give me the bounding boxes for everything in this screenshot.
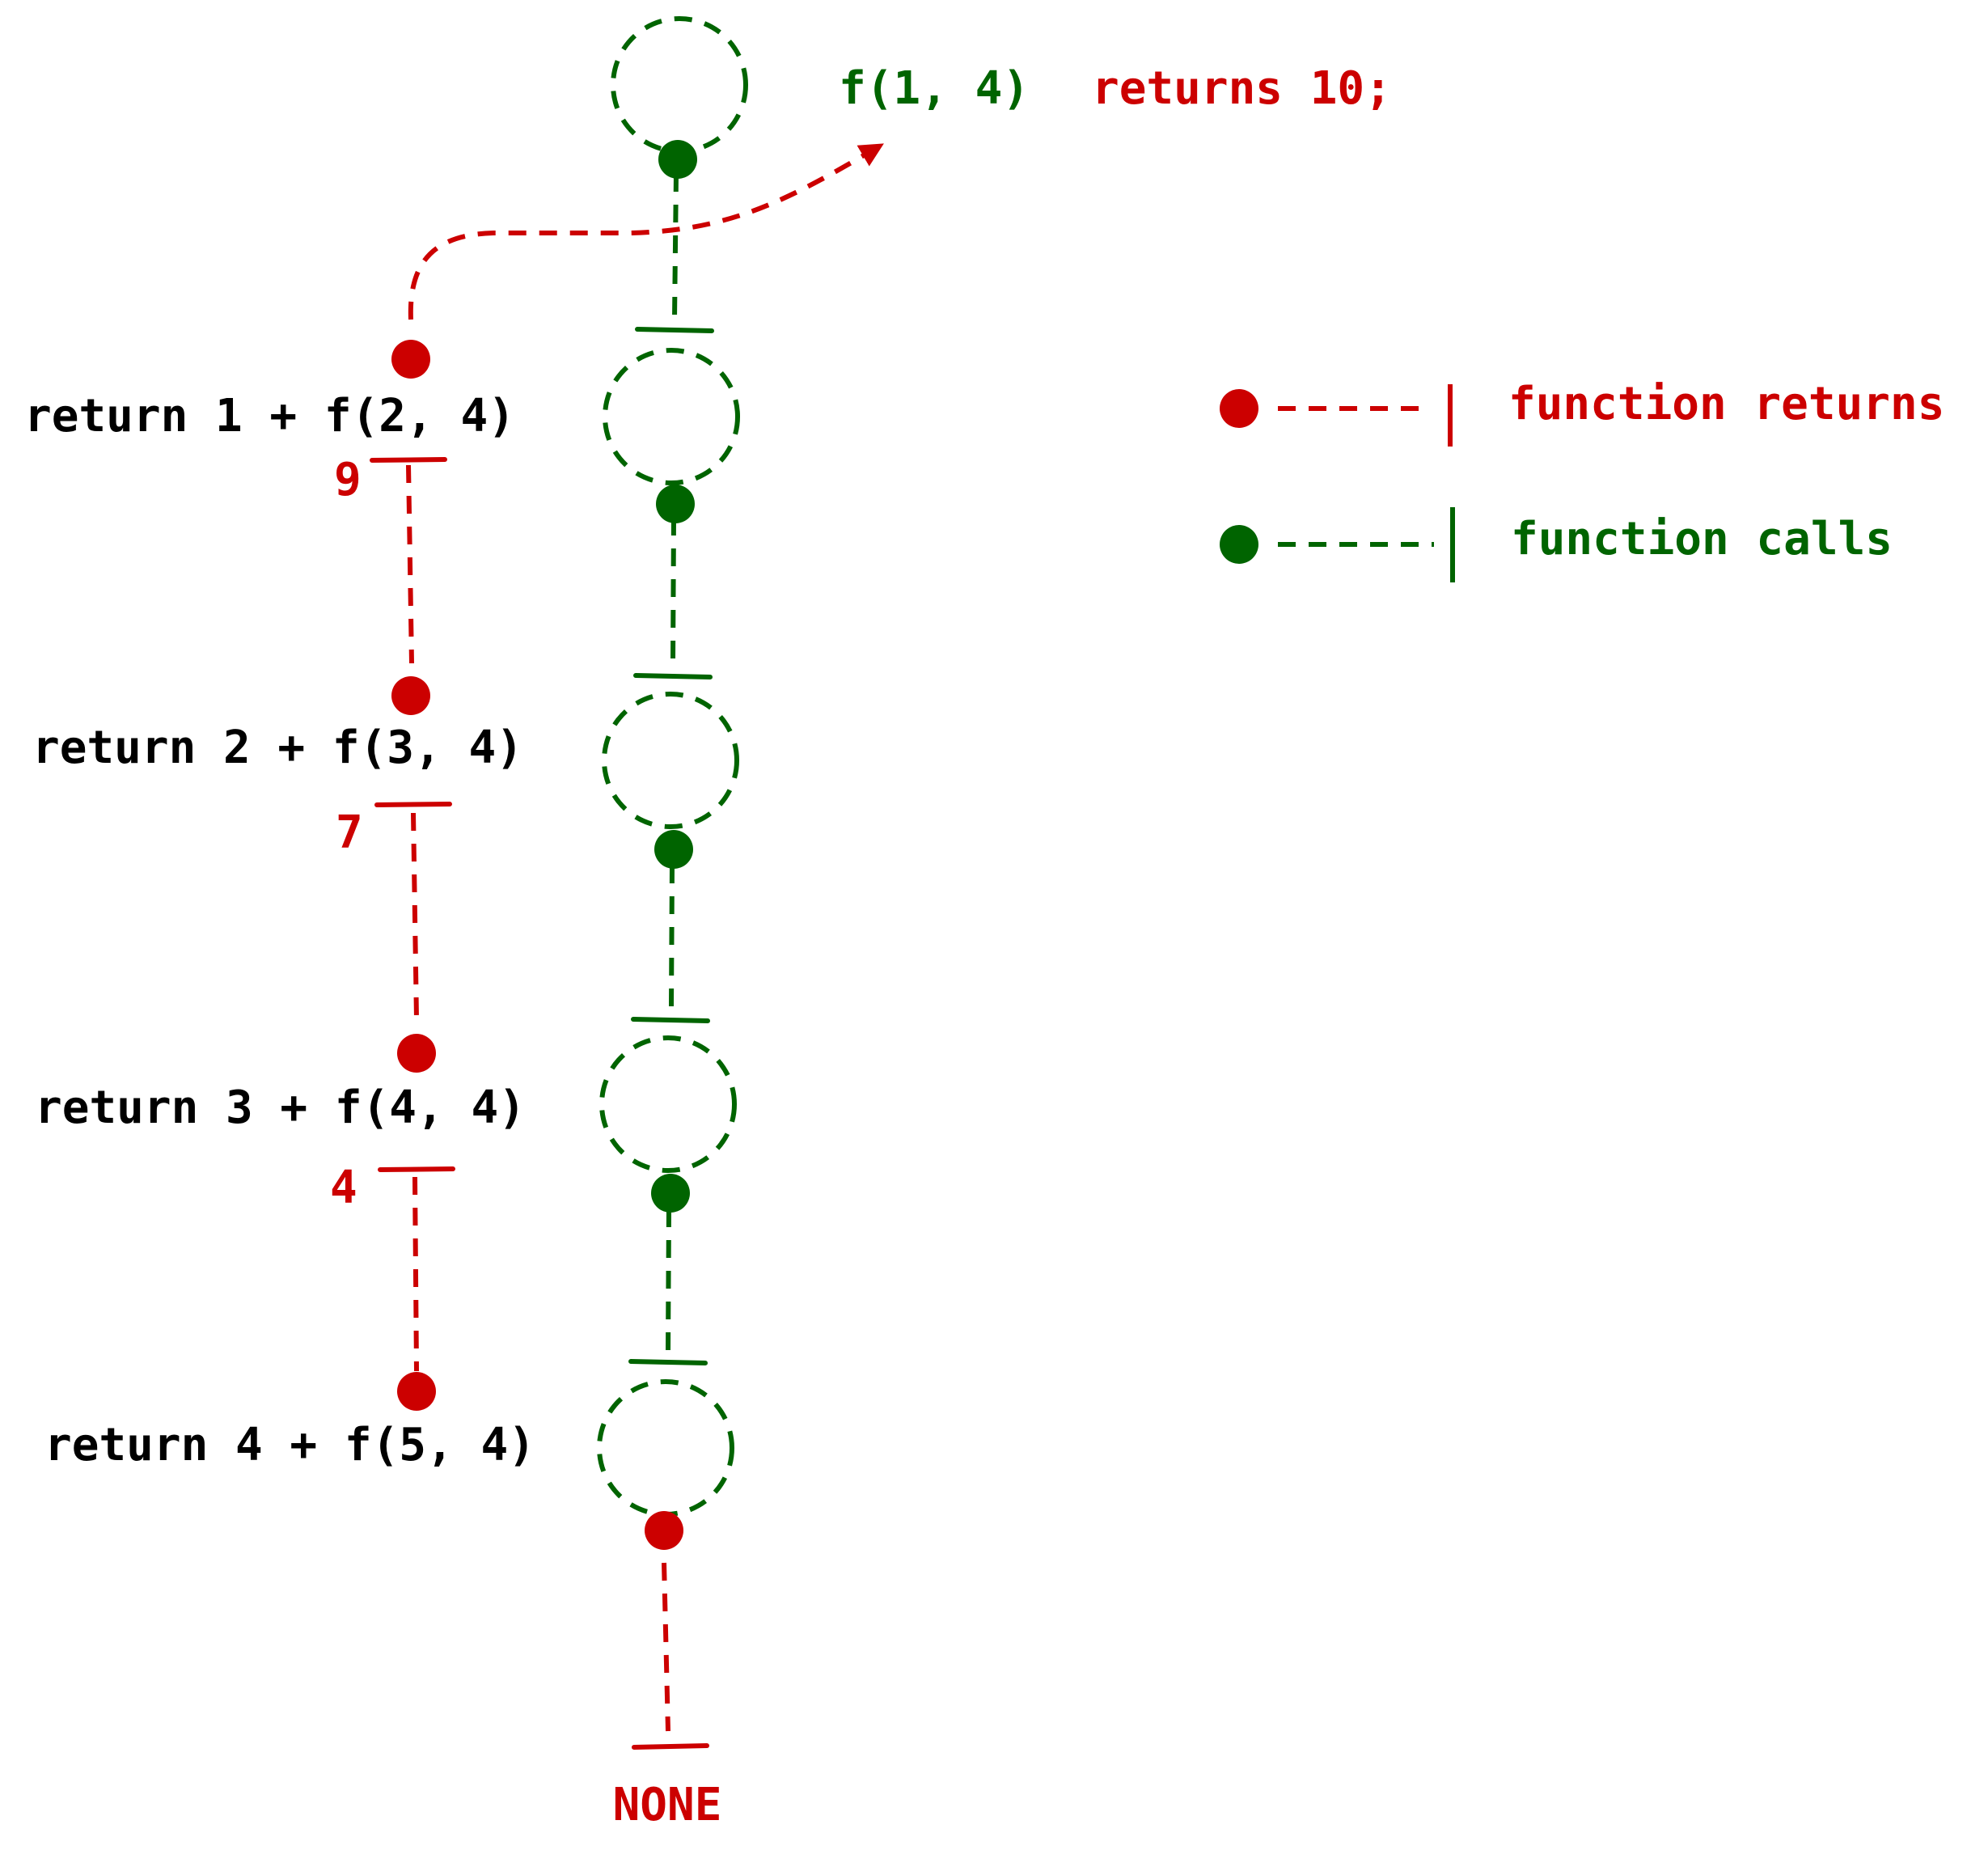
return-link-0: [406, 464, 414, 664]
return-dot-3: [397, 1372, 436, 1411]
legend-calls: function calls: [1220, 507, 1893, 582]
call-dot-1: [656, 485, 695, 523]
return-chain: [406, 143, 884, 1732]
call-dots: [651, 140, 697, 1213]
call-link-1: [670, 517, 676, 664]
call-frame-circle-3: [599, 1035, 737, 1173]
return-link-3: [662, 1562, 670, 1732]
call-frame-circle-4: [597, 1379, 734, 1517]
legend: function returns function calls: [1220, 378, 1944, 582]
initial-call-label: f(1, 4): [839, 62, 1030, 115]
call-frame-circle-0: [611, 16, 748, 154]
return-tee-3: [632, 1743, 709, 1750]
frame-expression-2: return 3 + f(4, 4): [35, 1082, 526, 1134]
return-tees: [370, 457, 709, 1750]
return-tee-0: [370, 457, 447, 463]
legend-returns: function returns: [1220, 378, 1944, 447]
frame-expression-0: return 1 + f(2, 4): [24, 390, 515, 442]
legend-calls-dot: [1220, 525, 1258, 564]
call-tees: [628, 327, 714, 1365]
call-frame-circle-1: [603, 348, 740, 485]
call-tee-0: [635, 327, 714, 333]
return-dot-2: [397, 1034, 436, 1073]
legend-returns-label: function returns: [1508, 378, 1944, 430]
final-result-label: returns 10;: [1092, 62, 1392, 115]
return-value-1: 7: [336, 806, 363, 859]
frame-expression-3: return 4 + f(5, 4): [44, 1419, 535, 1471]
legend-calls-label: function calls: [1511, 513, 1893, 565]
return-dot-0: [391, 340, 430, 379]
return-link-2: [412, 1176, 419, 1372]
call-tee-1: [633, 673, 713, 679]
call-dot-0: [658, 140, 697, 179]
call-link-0: [672, 173, 679, 320]
call-tee-2: [631, 1017, 710, 1023]
return-value-2: 4: [330, 1162, 357, 1214]
call-frame-circle-2: [602, 692, 739, 829]
call-link-3: [666, 1209, 671, 1352]
return-dots: [391, 340, 683, 1550]
call-chain: [597, 16, 748, 1517]
call-dot-3: [651, 1174, 690, 1213]
base-case-label: NONE: [613, 1779, 722, 1831]
return-dot-1: [391, 676, 430, 715]
frame-expression-1: return 2 + f(3, 4): [32, 722, 523, 774]
call-dot-2: [654, 830, 693, 869]
return-tee-1: [374, 802, 452, 807]
return-arrow-path: [408, 143, 884, 320]
call-link-2: [669, 865, 675, 1008]
call-tee-3: [628, 1359, 708, 1365]
legend-returns-dot: [1220, 389, 1258, 428]
return-link-1: [411, 812, 419, 1020]
base-case-dot: [645, 1511, 683, 1550]
return-value-0: 9: [334, 454, 362, 506]
return-tee-2: [378, 1166, 455, 1172]
